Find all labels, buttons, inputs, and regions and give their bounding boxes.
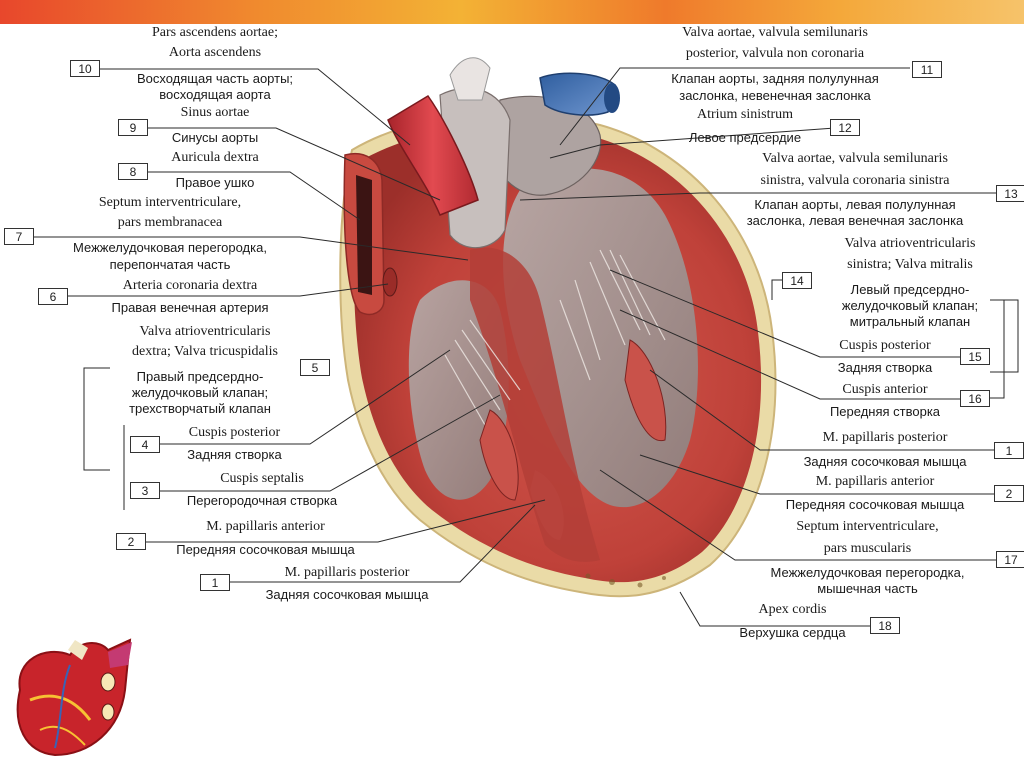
label-14-russian-3: митральный клапан [815, 315, 1005, 328]
label-3-latin: Cuspis septalis [162, 472, 362, 486]
label-17-russian-1: Межжелудочковая перегородка, [740, 566, 995, 579]
label-18-latin: Apex cordis [720, 603, 865, 617]
blue-vessel [540, 73, 615, 115]
label-11-russian-2: заслонка, невенечная заслонка [635, 89, 915, 102]
label-9-latin: Sinus aortae [150, 106, 280, 120]
label-5-russian-3: трехстворчатый клапан [95, 402, 305, 415]
label-17-latin-1: Septum interventriculare, [740, 520, 995, 534]
label-5-russian-1: Правый предсердно- [95, 370, 305, 383]
label-number-15: 15 [960, 348, 990, 365]
label-17-russian-2: мышечная часть [740, 582, 995, 595]
label-4-russian: Задняя створка [162, 448, 307, 461]
label-number-2-left: 2 [116, 533, 146, 550]
label-number-6: 6 [38, 288, 68, 305]
label-number-10: 10 [70, 60, 100, 77]
label-14-russian-1: Левый предсердно- [815, 283, 1005, 296]
label-14-latin-2: sinistra; Valva mitralis [815, 258, 1005, 272]
label-15-russian: Задняя створка [810, 361, 960, 374]
label-12-latin: Atrium sinistrum [660, 108, 830, 122]
label-2-left-latin: M. papillaris anterior [148, 520, 383, 534]
label-7-russian-1: Межжелудочковая перегородка, [40, 241, 300, 254]
label-13-russian-2: заслонка, левая венечная заслонка [710, 214, 1000, 227]
label-1-right-russian: Задняя сосочковая мышца [775, 455, 995, 468]
label-1-left-latin: M. papillaris posterior [232, 566, 462, 580]
label-9-russian: Синусы аорты [150, 131, 280, 144]
label-11-latin-1: Valva aortae, valvula semilunaris [635, 26, 915, 40]
label-number-16: 16 [960, 390, 990, 407]
heart-thumbnail-icon [18, 640, 132, 755]
label-number-13: 13 [996, 185, 1024, 202]
label-5-latin-2: dextra; Valva tricuspidalis [90, 345, 320, 359]
label-number-7: 7 [4, 228, 34, 245]
label-1-right-latin: M. papillaris posterior [775, 431, 995, 445]
label-13-latin-2: sinistra, valvula coronaria sinistra [710, 174, 1000, 188]
label-6-russian: Правая венечная артерия [75, 301, 305, 314]
label-number-12: 12 [830, 119, 860, 136]
label-4-latin: Cuspis posterior [162, 426, 307, 440]
label-8-russian: Правое ушко [150, 176, 280, 189]
label-number-2-right: 2 [994, 485, 1024, 502]
label-number-1-right: 1 [994, 442, 1024, 459]
label-13-latin-1: Valva aortae, valvula semilunaris [710, 152, 1000, 166]
label-1-left-russian: Задняя сосочковая мышца [232, 588, 462, 601]
label-3-russian: Перегородочная створка [162, 494, 362, 507]
label-14-latin-1: Valva atrioventricularis [815, 237, 1005, 251]
label-8-latin: Auricula dextra [150, 151, 280, 165]
label-7-latin-1: Septum interventriculare, [40, 196, 300, 210]
label-2-right-latin: M. papillaris anterior [760, 475, 990, 489]
label-7-russian-2: перепончатая часть [40, 258, 300, 271]
label-2-right-russian: Передняя сосочковая мышца [760, 498, 990, 511]
label-10-latin-2: Aorta ascendens [100, 46, 330, 60]
label-18-russian: Верхушка сердца [720, 626, 865, 639]
label-12-russian: Левое предсердие [660, 131, 830, 144]
label-16-latin: Cuspis anterior [810, 383, 960, 397]
label-number-18: 18 [870, 617, 900, 634]
label-10-russian-2: восходящая аорта [100, 88, 330, 101]
label-number-4: 4 [130, 436, 160, 453]
label-number-9: 9 [118, 119, 148, 136]
label-17-latin-2: pars muscularis [740, 542, 995, 556]
label-number-3: 3 [130, 482, 160, 499]
label-11-russian-1: Клапан аорты, задняя полулунная [635, 72, 915, 85]
label-13-russian-1: Клапан аорты, левая полулунная [710, 198, 1000, 211]
label-2-left-russian: Передняя сосочковая мышца [148, 543, 383, 556]
label-number-1-left: 1 [200, 574, 230, 591]
label-15-latin: Cuspis posterior [810, 339, 960, 353]
label-14-russian-2: желудочковый клапан; [815, 299, 1005, 312]
label-5-latin-1: Valva atrioventricularis [90, 325, 320, 339]
label-16-russian: Передняя створка [810, 405, 960, 418]
label-5-russian-2: желудочковый клапан; [95, 386, 305, 399]
label-6-latin: Arteria coronaria dextra [75, 279, 305, 293]
label-number-17: 17 [996, 551, 1024, 568]
label-7-latin-2: pars membranacea [40, 216, 300, 230]
label-11-latin-2: posterior, valvula non coronaria [635, 47, 915, 61]
label-10-latin-1: Pars ascendens aortae; [100, 26, 330, 40]
label-number-8: 8 [118, 163, 148, 180]
label-number-14: 14 [782, 272, 812, 289]
label-10-russian-1: Восходящая часть аорты; [100, 72, 330, 85]
label-number-11: 11 [912, 61, 942, 78]
